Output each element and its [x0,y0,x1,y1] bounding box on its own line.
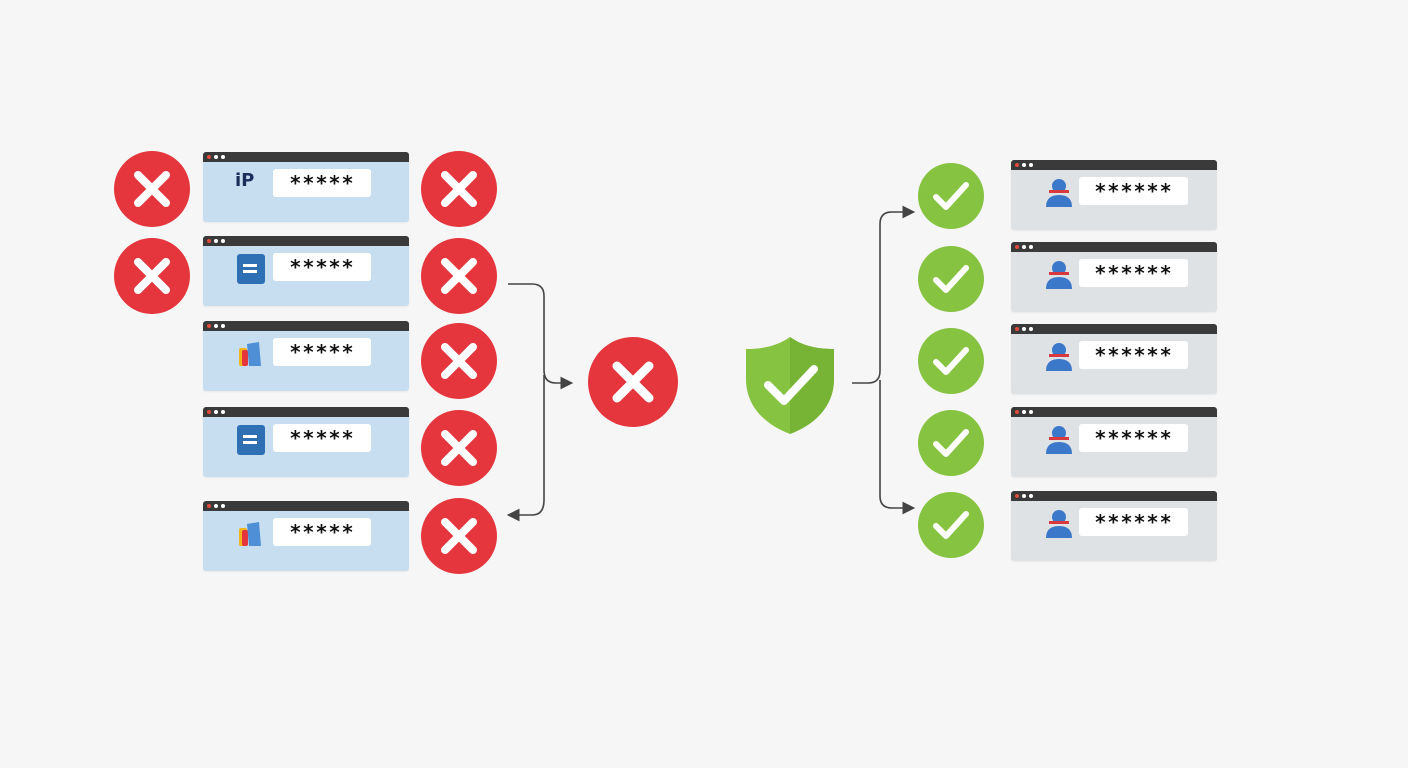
check-icon [918,163,984,229]
password-field[interactable]: ***** [273,169,371,197]
password-field[interactable]: ****** [1079,341,1188,369]
login-window: ***** [203,407,409,477]
window-titlebar [1011,491,1217,501]
login-window: iP ***** [203,152,409,222]
login-window: ****** [1011,160,1217,230]
document-icon [235,424,267,456]
password-field[interactable]: ***** [273,518,371,546]
window-titlebar [1011,242,1217,252]
fail-icon [421,151,497,227]
window-titlebar [203,152,409,162]
fail-icon [421,323,497,399]
check-icon [918,246,984,312]
login-window: ****** [1011,491,1217,561]
check-icon [918,410,984,476]
user-icon [1043,424,1075,456]
window-titlebar [1011,160,1217,170]
login-window: ***** [203,501,409,571]
left-connector [506,283,574,522]
stacked-shapes-icon [235,338,267,370]
user-icon [1043,341,1075,373]
password-field[interactable]: ***** [273,253,371,281]
fail-icon [421,410,497,486]
password-field[interactable]: ****** [1079,177,1188,205]
fail-icon [421,238,497,314]
user-icon [1043,259,1075,291]
result-fail-icon [588,337,678,427]
password-field[interactable]: ****** [1079,508,1188,536]
password-field[interactable]: ***** [273,338,371,366]
window-titlebar [203,407,409,417]
shield-check-icon [744,335,836,435]
stacked-shapes-icon [235,518,267,550]
window-titlebar [1011,324,1217,334]
login-window: ****** [1011,324,1217,394]
right-connector [852,205,916,515]
login-window: ***** [203,321,409,391]
window-titlebar [203,236,409,246]
window-titlebar [1011,407,1217,417]
window-titlebar [203,321,409,331]
fail-icon [421,498,497,574]
check-icon [918,492,984,558]
password-field[interactable]: ****** [1079,259,1188,287]
password-field[interactable]: ****** [1079,424,1188,452]
logo-text-icon: iP [235,170,255,191]
check-icon [918,328,984,394]
fail-icon [114,151,190,227]
fail-icon [114,238,190,314]
password-field[interactable]: ***** [273,424,371,452]
login-window: ***** [203,236,409,306]
user-icon [1043,508,1075,540]
document-icon [235,253,267,285]
login-window: ****** [1011,407,1217,477]
window-titlebar [203,501,409,511]
user-icon [1043,177,1075,209]
login-window: ****** [1011,242,1217,312]
